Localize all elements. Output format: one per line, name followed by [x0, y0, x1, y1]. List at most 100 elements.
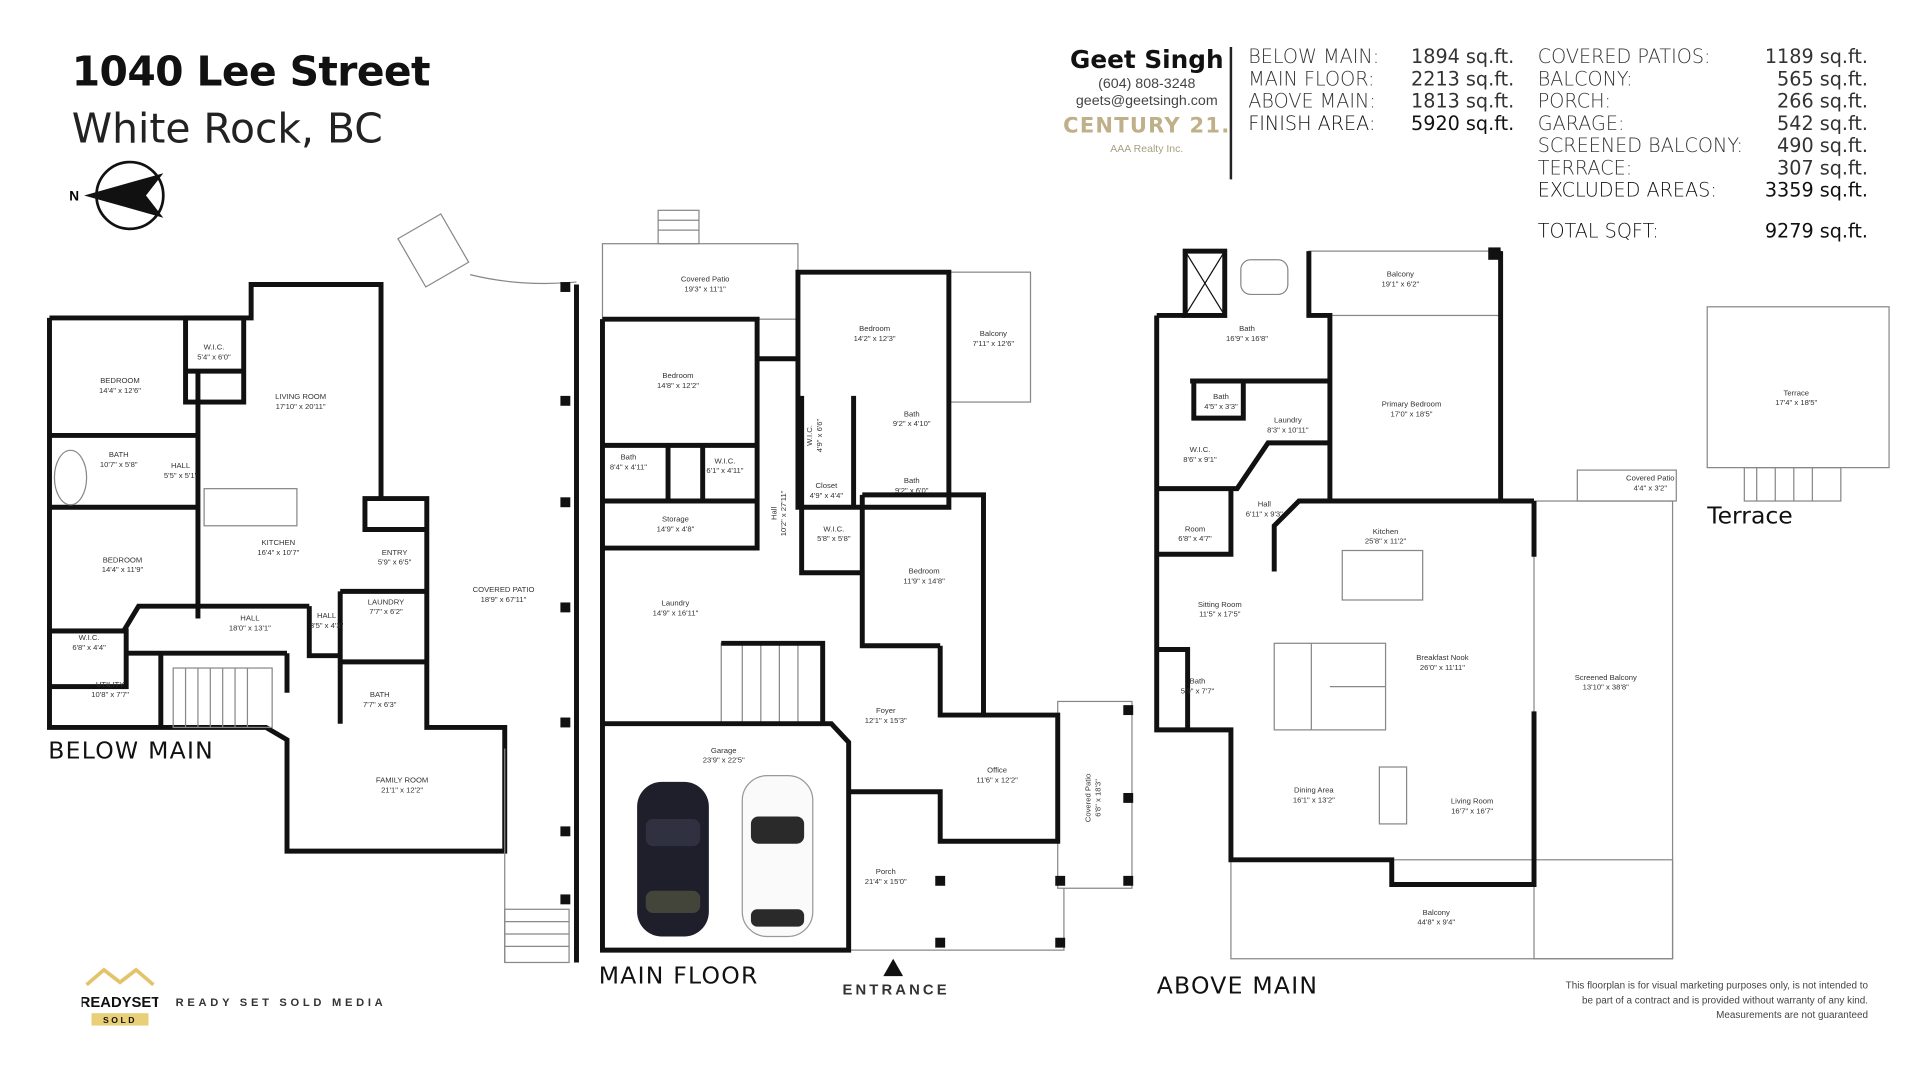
room-dimensions: 23'9" x 22'5" — [702, 755, 745, 765]
room-name: Kitchen — [1372, 527, 1399, 537]
room-dimensions: 7'7" x 6'3" — [363, 700, 397, 709]
room-dimensions: 19'1" x 6'2" — [1381, 279, 1420, 289]
room-name: Bath — [903, 476, 920, 486]
room-name: Balcony — [979, 329, 1008, 339]
room-dimensions: 10'8" x 7'7" — [91, 690, 129, 699]
agent-name: Geet Singh — [1070, 44, 1224, 75]
room-name: Bath — [1239, 324, 1255, 334]
excluded-area-value: 266 sq.ft. — [1777, 90, 1869, 113]
excluded-area-value: 542 sq.ft. — [1777, 112, 1869, 135]
room-dimensions: 5'8" x 5'8" — [817, 534, 851, 544]
room-dimensions: 5'9" x 7'7" — [1180, 686, 1215, 696]
excluded-area-value: 3359 sq.ft. — [1764, 179, 1869, 202]
car-icon-black — [637, 781, 709, 937]
total-sqft-value: 9279 sq.ft. — [1764, 220, 1869, 243]
room-dimensions: 9'2" x 4'10" — [892, 419, 931, 429]
above-main-plan — [1154, 247, 1890, 960]
room-dimensions: 6'1" x 4'11" — [706, 466, 744, 476]
room-dimensions: 14'2" x 12'3" — [853, 334, 896, 343]
room-name: W.I.C. — [78, 634, 100, 643]
above-main-label: ABOVE MAIN — [1156, 972, 1319, 1000]
room-name: Laundry — [1273, 416, 1302, 425]
disclaimer-line-1: This floorplan is for visual marketing p… — [1565, 979, 1869, 991]
room-name: W.I.C. — [714, 457, 736, 466]
room-dimensions: 4'5" x 3'3" — [1204, 402, 1238, 411]
excluded-area-label: BALCONY: — [1537, 68, 1633, 91]
room-label-w-i-c: W.I.C.6'1" x 4'11" — [706, 457, 743, 476]
disclaimer-line-3: Measurements are not guaranteed — [1716, 1009, 1869, 1021]
room-name: Balcony — [1422, 908, 1450, 918]
room-dimensions: 8'6" x 9'1" — [1183, 455, 1217, 464]
room-name: COVERED PATIO — [472, 585, 535, 595]
room-name: Bath — [1189, 677, 1206, 686]
total-sqft-label: TOTAL SQFT: — [1537, 220, 1659, 243]
room-dimensions: 19'3" x 11'1" — [684, 284, 726, 294]
agent-phone[interactable]: (604) 808-3248 — [1098, 76, 1196, 92]
area-value: 2213 sq.ft. — [1411, 68, 1515, 91]
room-name: Foyer — [875, 707, 896, 716]
room-dimensions: 5'4" x 6'0" — [197, 352, 231, 362]
room-dimensions: 4'9" x 6'6" — [815, 418, 824, 453]
room-dimensions: 14'4" x 12'6" — [99, 385, 141, 395]
readyset-sold-logo: READYSET SOLD — [82, 967, 158, 1026]
brokerage-logo: CENTURY 21. — [1063, 113, 1231, 139]
room-dimensions: 10'7" x 5'8" — [99, 460, 138, 469]
compass-icon: N — [69, 160, 165, 231]
room-name: Porch — [875, 867, 896, 877]
room-name: W.I.C. — [805, 425, 815, 446]
excluded-area-label: GARAGE: — [1537, 112, 1625, 135]
room-dimensions: 16'7" x 16'7" — [1451, 806, 1494, 816]
room-dimensions: 17'10" x 20'11" — [275, 402, 326, 411]
room-name: Laundry — [661, 599, 690, 609]
room-name: Office — [987, 766, 1008, 776]
main-floor-plan — [599, 209, 1134, 977]
room-dimensions: 44'8" x 9'4" — [1417, 917, 1456, 927]
room-name: Bath — [903, 410, 920, 419]
room-name: KITCHEN — [261, 538, 296, 548]
room-dimensions: 11'9" x 14'8" — [903, 576, 945, 586]
room-dimensions: 5'5" x 5'1" — [163, 471, 198, 480]
room-name: LIVING ROOM — [275, 392, 327, 402]
main-floor-label: MAIN FLOOR — [598, 962, 759, 990]
room-name: LAUNDRY — [367, 598, 405, 607]
room-name: Living Room — [1450, 797, 1494, 806]
room-name: UTILITY — [95, 681, 125, 690]
agent-email[interactable]: geets@geetsingh.com — [1075, 94, 1218, 109]
room-name: W.I.C. — [1189, 445, 1211, 455]
room-name: Storage — [662, 515, 689, 524]
room-name: HALL — [317, 611, 337, 621]
room-name: Bedroom — [908, 567, 940, 576]
room-name: Dining Area — [1294, 786, 1334, 795]
room-dimensions: 11'6" x 12'2" — [976, 775, 1018, 785]
property-address: 1040 Lee Street — [71, 47, 431, 96]
room-name: BEDROOM — [100, 376, 140, 386]
room-name: Hall — [770, 506, 779, 521]
room-dimensions: 4'4" x 3'2" — [1633, 483, 1668, 493]
room-dimensions: 6'8" x 18'3" — [1093, 779, 1103, 817]
room-name: Balcony — [1386, 270, 1415, 279]
room-dimensions: 14'8" x 12'2" — [656, 381, 699, 390]
room-name: ENTRY — [381, 548, 408, 558]
room-dimensions: 5'9" x 6'5" — [377, 557, 412, 567]
below-main-plan — [47, 213, 579, 964]
